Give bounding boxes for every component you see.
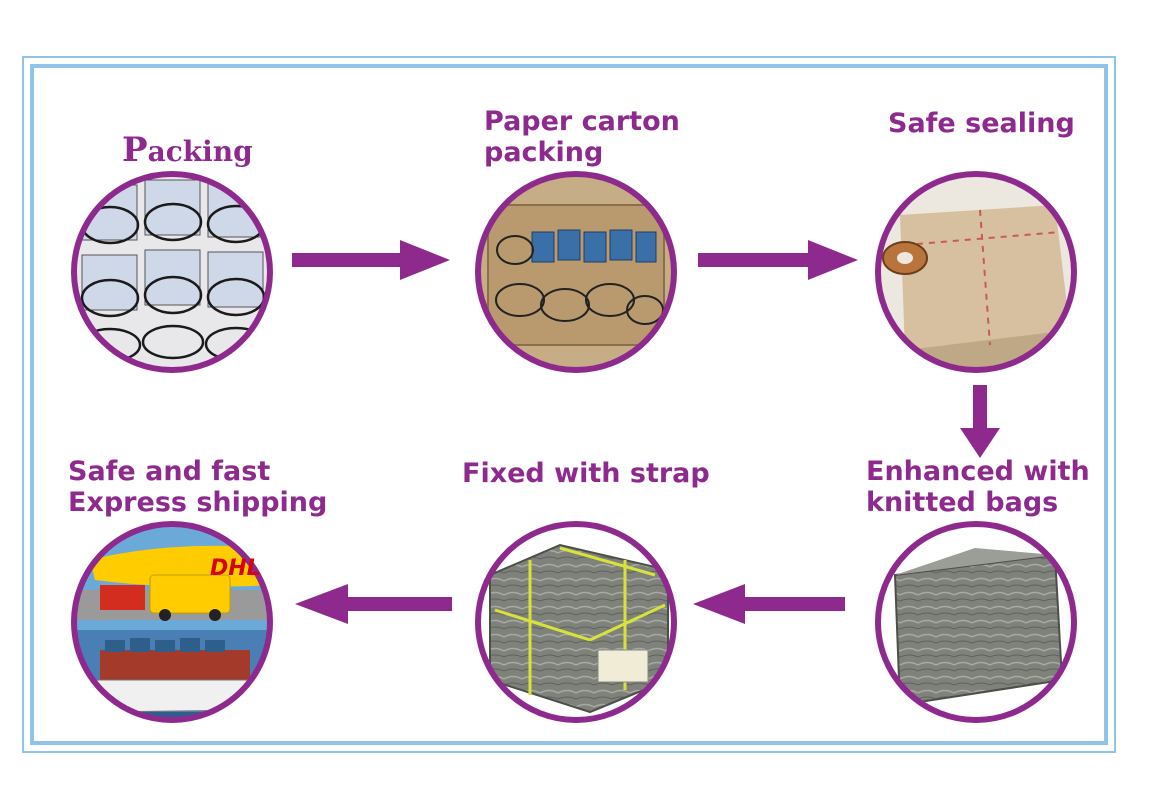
label-packing-rest: acking xyxy=(147,135,253,168)
arrow-left-2 xyxy=(295,584,452,624)
circle-ring-1 xyxy=(71,171,273,373)
circle-ring-2 xyxy=(475,171,677,373)
circle-ring-6 xyxy=(71,521,273,723)
photo-paper-carton xyxy=(479,175,673,369)
label-strap: Fixed with strap xyxy=(462,458,710,489)
circle-ring-4 xyxy=(875,521,1077,723)
circle-ring-3 xyxy=(875,171,1077,373)
inner-frame xyxy=(30,64,1108,745)
photo-knitted-bag xyxy=(879,525,1073,719)
label-packing-initial: P xyxy=(122,130,148,170)
flow-arrows xyxy=(292,240,1000,624)
arrow-down xyxy=(960,385,1000,458)
photo-sealed-box xyxy=(879,175,1073,369)
label-safe-sealing: Safe sealing xyxy=(888,108,1075,139)
circle-ring-5 xyxy=(475,521,677,723)
label-paper-carton: Paper carton packing xyxy=(484,106,680,168)
arrow-right-2 xyxy=(698,240,858,280)
photo-strapped-box xyxy=(479,525,673,719)
outer-frame xyxy=(22,56,1116,753)
arrow-left-1 xyxy=(693,584,845,624)
dhl-logo-text: DHL xyxy=(210,556,261,581)
photo-cables xyxy=(75,175,269,369)
label-packing: Packing xyxy=(122,104,253,167)
label-knitted-bags: Enhanced with knitted bags xyxy=(866,456,1090,518)
dhl-van xyxy=(149,574,231,614)
label-express: Safe and fast Express shipping xyxy=(68,456,328,518)
arrow-right-1 xyxy=(292,240,450,280)
